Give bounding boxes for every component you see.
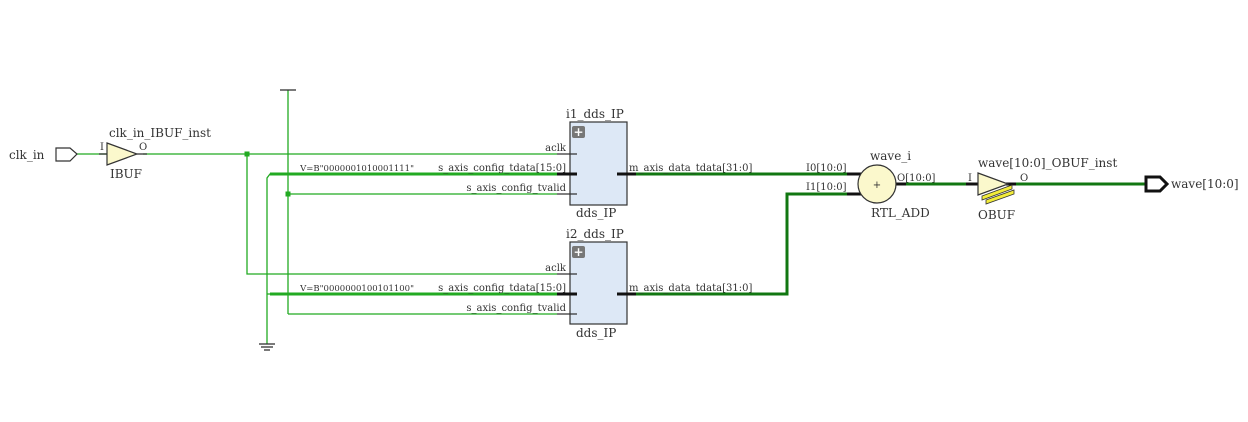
expand-icon[interactable]: [572, 126, 585, 138]
cell-type: dds_IP: [576, 326, 616, 340]
pin-tvalid: s_axis_config_tvalid: [466, 183, 566, 194]
cell-type: RTL_ADD: [871, 206, 930, 220]
port-label: wave[10:0]: [1171, 177, 1239, 191]
pin-in: I: [100, 142, 104, 153]
instance-label: wave_i: [870, 149, 911, 163]
pin-in0: I0[10:0]: [806, 163, 847, 174]
port-label: clk_in: [9, 148, 45, 162]
expand-icon-glyph: +: [573, 245, 583, 259]
instance-label: i1_dds_IP: [566, 107, 624, 121]
expand-icon[interactable]: [572, 246, 585, 258]
pin-aclk: aclk: [545, 143, 567, 154]
adder-cell[interactable]: + wave_i RTL_ADD I0[10:0] I1[10:0] O[10:…: [806, 149, 936, 220]
input-port-clk-in[interactable]: clk_in: [9, 147, 78, 162]
pin-aclk: aclk: [545, 263, 567, 274]
instance-label: i2_dds_IP: [566, 227, 624, 241]
cell-type: dds_IP: [576, 206, 616, 220]
net-gnd[interactable]: [266, 173, 275, 344]
cell-type: OBUF: [978, 208, 1015, 222]
instance-label: wave[10:0]_OBUF_inst: [978, 156, 1117, 170]
obuf-cell[interactable]: wave[10:0]_OBUF_inst OBUF I O: [966, 156, 1117, 222]
expand-icon-glyph: +: [573, 125, 583, 139]
ibuf-cell[interactable]: clk_in_IBUF_inst IBUF I O: [99, 126, 211, 181]
const-bus[interactable]: [270, 172, 557, 296]
net-vcc[interactable]: [287, 90, 557, 315]
pin-tdata: s_axis_config_tdata[15:0]: [438, 283, 566, 294]
bus-dds-out[interactable]: [636, 172, 1146, 296]
pin-tvalid: s_axis_config_tvalid: [466, 303, 566, 314]
plus-icon: +: [873, 180, 881, 191]
ground-symbol: [259, 343, 275, 351]
pin-out: O[10:0]: [897, 173, 936, 184]
cell-type: IBUF: [110, 167, 142, 181]
pin-out: m_axis_data_tdata[31:0]: [629, 283, 752, 294]
dds-block-i2[interactable]: i2_dds_IP + aclk s_axis_config_tdata[15:…: [299, 227, 752, 340]
junction-clk: [244, 151, 250, 157]
output-port-wave[interactable]: wave[10:0]: [1144, 175, 1239, 193]
instance-label: clk_in_IBUF_inst: [109, 126, 211, 140]
const-value: V=B"0000000100101100": [299, 284, 414, 294]
pin-out: m_axis_data_tdata[31:0]: [629, 163, 752, 174]
const-value: V=B"0000001010001111": [299, 164, 414, 174]
pin-out: O: [1020, 173, 1028, 184]
dds-block-i1[interactable]: i1_dds_IP + aclk s_axis_config_tdata[15:…: [299, 107, 752, 220]
pin-in: I: [968, 173, 972, 184]
pin-out: O: [139, 142, 147, 153]
junction-vcc: [285, 191, 291, 197]
pin-tdata: s_axis_config_tdata[15:0]: [438, 163, 566, 174]
pin-in1: I1[10:0]: [806, 182, 847, 193]
